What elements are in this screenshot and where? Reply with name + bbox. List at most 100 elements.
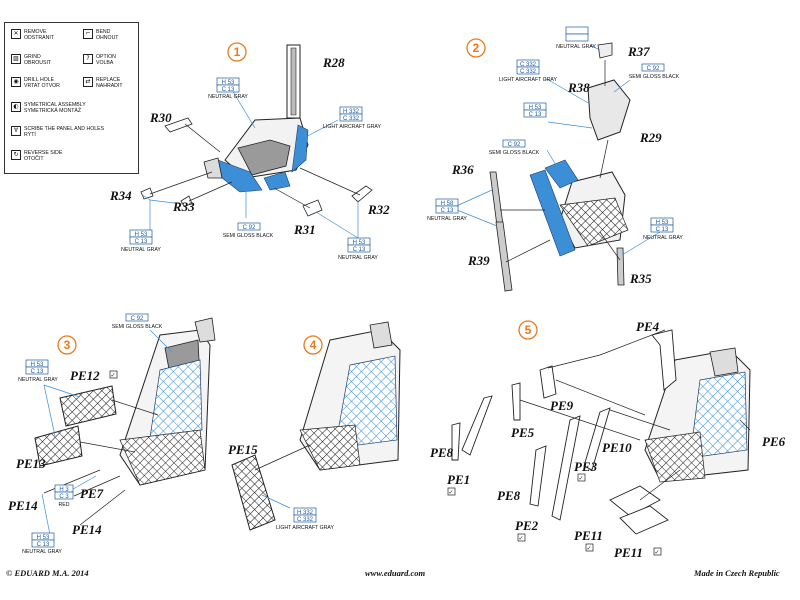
svg-text:H 332: H 332 <box>343 109 360 115</box>
part-label-pe5: PE5 <box>511 425 535 440</box>
svg-text:H 53: H 53 <box>135 232 148 238</box>
step-2-badge <box>466 38 486 58</box>
svg-text:C 92: C 92 <box>647 66 660 72</box>
paint-callout: H 53 C 13 NEUTRAL GRAY <box>121 229 161 253</box>
part-r33-shape <box>180 195 193 207</box>
step-5-loose-parts <box>451 329 677 535</box>
part-label-pe14: PE14 <box>8 498 38 513</box>
paint-callout: C 92 SEMI GLOSS BLACK <box>223 222 274 239</box>
svg-text:H 53: H 53 <box>353 240 366 246</box>
step-1-badge <box>227 42 247 62</box>
paint-callout: H 332 C 332 LIGHT AIRCRAFT GRAY <box>323 106 382 130</box>
step-2-number: 2 <box>473 41 480 55</box>
step-4-seat-assembly <box>299 321 401 471</box>
check-icon: ✓ <box>587 545 592 552</box>
svg-text:SEMI GLOSS BLACK: SEMI GLOSS BLACK <box>489 150 540 156</box>
drill-hole-icon: ◉ <box>11 77 21 87</box>
svg-text:C 13: C 13 <box>441 208 454 214</box>
part-pe15-shape <box>231 454 276 531</box>
svg-text:H 3: H 3 <box>59 487 69 493</box>
part-label-r38: R38 <box>567 80 590 95</box>
part-label-pe11-second: PE11 <box>614 545 643 560</box>
part-label-pe13: PE13 <box>16 456 46 471</box>
part-label-r29: R29 <box>639 130 662 145</box>
svg-text:RED: RED <box>59 502 70 508</box>
svg-text:SEMI GLOSS BLACK: SEMI GLOSS BLACK <box>112 324 163 330</box>
paint-callout: H 53 C 13 NEUTRAL GRAY <box>338 237 378 261</box>
svg-text:C 13: C 13 <box>222 87 235 93</box>
svg-text:H 53: H 53 <box>37 535 50 541</box>
svg-text:C 92: C 92 <box>131 316 144 322</box>
check-icon: ✓ <box>449 489 454 496</box>
part-label-pe15: PE15 <box>228 442 258 457</box>
part-label-pe2: PE2 <box>515 518 539 533</box>
step-3-number: 3 <box>64 338 71 352</box>
paint-callout: H 53 C 13 NEUTRAL GRAY <box>22 532 62 555</box>
paint-callout: H 53 C 13 <box>523 102 547 118</box>
part-label-pe8-second: PE8 <box>497 488 521 503</box>
paint-callout: H 53 C 13 NEUTRAL GRAY <box>18 359 58 383</box>
paint-callout: H 332 C 332 LIGHT AIRCRAFT GRAY <box>276 507 335 531</box>
paint-callout: C 92 SEMI GLOSS BLACK <box>629 63 680 80</box>
copyright-text: © EDUARD M.A. 2014 <box>6 568 89 578</box>
step-5-seat-assembly <box>644 347 751 483</box>
part-label-pe3: PE3 <box>574 459 598 474</box>
paint-callout: C 92 SEMI GLOSS BLACK <box>489 139 540 156</box>
part-label-r33: R33 <box>172 199 195 214</box>
svg-text:H 53: H 53 <box>31 362 44 368</box>
replace-icon: ⇄ <box>83 77 93 87</box>
part-label-r32: R32 <box>367 202 390 217</box>
origin-text: Made in Czech Republic <box>694 568 780 578</box>
part-label-r28: R28 <box>322 55 345 70</box>
step-3-seat-assembly <box>119 317 216 486</box>
svg-text:C 13: C 13 <box>135 239 148 245</box>
svg-text:C 13: C 13 <box>31 369 44 375</box>
part-pe13-shape <box>34 425 83 467</box>
part-r31-shape <box>302 199 323 217</box>
part-labels: R28 R30 R34 R33 R31 R32 R37 R38 R29 R36 … <box>8 44 786 560</box>
paint-callout: H 58 C 13 NEUTRAL GRAY <box>427 198 467 222</box>
svg-text:C 13: C 13 <box>656 227 669 233</box>
scribe-icon: ∀ <box>11 126 21 136</box>
paint-callout: H 3 C 3 RED <box>54 484 74 508</box>
part-label-pe10: PE10 <box>602 440 632 455</box>
step-1-seat-assembly <box>203 44 309 193</box>
symmetrical-assembly-icon: ◐ <box>11 102 21 112</box>
svg-text:H 58: H 58 <box>441 201 454 207</box>
svg-text:C 13: C 13 <box>529 112 542 118</box>
part-label-pe14-second: PE14 <box>72 522 102 537</box>
svg-text:LIGHT AIRCRAFT GRAY: LIGHT AIRCRAFT GRAY <box>499 77 557 83</box>
paint-callout: H 53 C 13 NEUTRAL GRAY <box>208 77 248 100</box>
paint-callout: NEUTRAL GRAY <box>556 26 596 50</box>
part-label-r31: R31 <box>293 222 316 237</box>
svg-text:NEUTRAL GRAY: NEUTRAL GRAY <box>643 235 683 241</box>
part-label-pe8: PE8 <box>430 445 454 460</box>
svg-text:H 53: H 53 <box>222 80 235 86</box>
website-text: www.eduard.com <box>365 568 426 578</box>
svg-text:C 332: C 332 <box>520 69 537 75</box>
part-label-pe6: PE6 <box>762 434 786 449</box>
svg-text:H 53: H 53 <box>529 105 542 111</box>
part-label-pe7: PE7 <box>80 486 104 501</box>
check-marks: ✓ ✓ ✓ ✓ ✓ ✓ <box>109 370 662 556</box>
part-label-pe12: PE12 <box>70 368 100 383</box>
step-4-badge <box>303 335 323 355</box>
check-icon: ✓ <box>655 549 660 556</box>
option-icon: ? <box>83 54 93 64</box>
svg-text:LIGHT AIRCRAFT GRAY: LIGHT AIRCRAFT GRAY <box>276 525 334 531</box>
svg-text:SEMI GLOSS BLACK: SEMI GLOSS BLACK <box>629 74 680 80</box>
svg-text:C 92: C 92 <box>243 225 256 231</box>
reverse-side-icon: ↻ <box>11 150 21 160</box>
step-5-badge <box>518 320 538 340</box>
paint-callout: C 92 SEMI GLOSS BLACK <box>112 313 163 330</box>
step-3-badge <box>57 335 77 355</box>
svg-text:LIGHT AIRCRAFT GRAY: LIGHT AIRCRAFT GRAY <box>323 124 381 130</box>
